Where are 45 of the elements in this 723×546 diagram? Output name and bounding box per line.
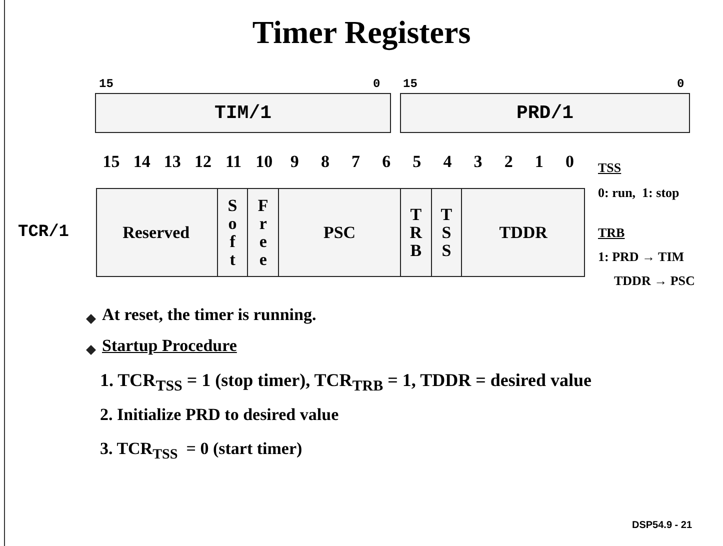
register-name: TIM/1 <box>213 102 272 124</box>
bit-number: 1 <box>534 152 544 172</box>
bit-number: 8 <box>320 152 330 172</box>
bit-number: 14 <box>132 152 152 172</box>
bullet-text: At reset, the timer is running. <box>102 305 316 325</box>
bit-number: 13 <box>162 152 182 172</box>
bit-number: 0 <box>373 77 380 91</box>
bit-number: 15 <box>403 77 418 91</box>
register-box <box>400 93 690 133</box>
register-name: PRD/1 <box>515 102 574 124</box>
bit-number: 9 <box>289 152 300 172</box>
bit-number: 2 <box>503 152 514 172</box>
field-name: Soft <box>228 196 238 268</box>
bit-number: 5 <box>412 152 422 172</box>
field-name: TDDR <box>499 224 548 242</box>
legend-text: 1: PRD → TIM <box>598 249 684 265</box>
legend-heading: TRB <box>598 225 625 241</box>
field-name: Reserved <box>122 224 190 242</box>
bit-number: 3 <box>472 152 484 172</box>
bit-number: 0 <box>564 152 575 172</box>
bit-number: 15 <box>102 152 121 172</box>
bit-number: 6 <box>381 152 392 172</box>
slide-title: Timer Registers <box>251 14 472 51</box>
field-name: Free <box>258 196 268 268</box>
field-name: TSS <box>440 206 452 260</box>
bit-number: 4 <box>442 152 453 172</box>
field-name: TRB <box>410 206 422 260</box>
legend-text: 0: run, 1: stop <box>598 185 680 201</box>
register-fields <box>96 188 585 277</box>
bit-number: 12 <box>193 152 212 172</box>
bit-number: 11 <box>224 152 243 172</box>
step-text: 3. TCR$_{TSS}$ = 0 (start timer) <box>100 439 302 464</box>
step-text: 2. Initialize PRD to desired value <box>100 405 339 425</box>
register-name: TCR/1 <box>18 223 70 242</box>
bit-number: 15 <box>99 77 114 91</box>
bullet-heading: Startup Procedure <box>102 336 237 356</box>
slide-number: DSP54.9 - 21 <box>632 520 692 531</box>
field-name: PSC <box>323 224 356 242</box>
legend-text: TDDR → PSC <box>614 273 695 289</box>
bit-number: 7 <box>350 152 362 172</box>
legend-heading: TSS <box>598 160 622 176</box>
register-box <box>95 93 391 133</box>
bit-number: 0 <box>677 77 684 91</box>
step-text: 1. TCR$_{TSS}$ = 1 (stop timer), TCR$_{TRB}$ = 1, TDDR = desired value <box>100 370 592 396</box>
bit-number: 10 <box>254 152 274 172</box>
